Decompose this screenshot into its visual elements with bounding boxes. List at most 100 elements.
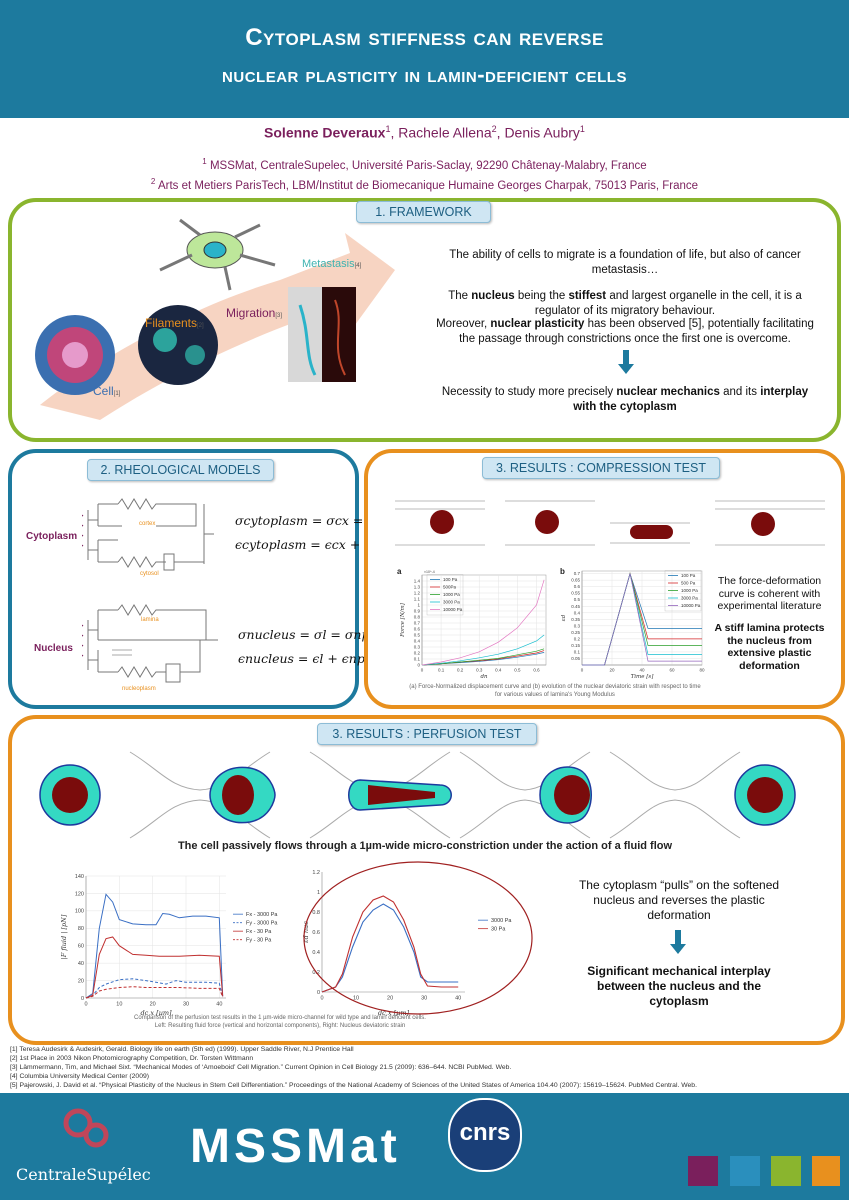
y-tick-label: 60 [78,944,84,950]
label-metastasis-text: Metastasis [302,258,355,270]
footer-square-green [771,1156,801,1186]
x-tick-label: 80 [699,668,705,673]
author-1: Solenne Deveraux [264,124,386,141]
label-cell-ref: [1] [113,391,121,397]
perfusion-cells [39,751,796,839]
affiliations: 1 MSSMat, CentraleSupelec, Université Pa… [0,154,849,194]
label-migration-text: Migration [226,306,276,320]
y-tick-label: 0.35 [571,617,580,622]
x-tick-label: 0.1 [438,668,445,673]
legend-label: Fx - 3000 Pa [246,912,278,918]
centralesupelec-logo-text: CentraleSupélec [16,1165,151,1184]
reference-4: [4] Columbia University Medical Center (… [10,1073,150,1080]
compression-section [364,449,845,709]
y-axis-label: εd [561,614,567,621]
eq-sigma-cytoplasm: σcytoplasm = σcx = σcl [235,513,387,528]
legend-label: 10000 Pa [681,603,701,608]
framework-down-arrow-icon [618,350,634,374]
perfusion-headline: The cell passively flows through a 1µm-w… [177,840,673,852]
legend-label: 3000 Pa [681,596,698,601]
author-2: Rachele Allena [398,124,492,141]
y-tick-label: 0.2 [574,636,581,641]
y-tick-label: 0.6 [574,584,581,589]
perfusion-text2: Significant mechanical interplay between… [587,964,771,1008]
x-tick-label: 0 [421,668,424,673]
author-3: Denis Aubry [504,124,580,141]
y-tick-label: 0.15 [571,643,580,648]
x-tick-label: 40 [639,668,645,673]
y-tick-label: 0.4 [312,950,320,956]
y-tick-label: 0.5 [574,597,581,602]
p3b: nuclear plasticity [490,318,585,330]
p2c: being the [514,290,569,302]
y-tick-label: 1 [317,890,320,896]
y-tick-label: 1 [417,603,420,608]
x-tick-label: 0.4 [495,668,502,673]
p4a: Necessity to study more precisely [441,386,617,398]
y-tick-label: 1.3 [414,585,421,590]
framework-p2: The nucleus being the stiffest and large… [430,289,820,318]
legend-label: 30 Pa [491,927,506,933]
series-line-fx-30-pa [85,936,224,999]
plot-frame [86,876,226,998]
x-tick-label: 0 [581,668,584,673]
legend-label: Fy - 30 Pa [246,938,272,944]
eq-sigma-nucleus: σnucleus = σl = σnp [238,627,370,642]
label-cortex: cortex [139,521,156,527]
compression-text1: The force-deformation curve is coherent … [717,575,822,612]
legend-label: Fx - 30 Pa [246,929,272,935]
x-tick-label: 40 [216,1002,222,1008]
x-tick-label: 0.5 [514,668,521,673]
x-tick-label: 20 [150,1002,156,1008]
label-cytosol: cytosol [140,571,159,577]
y-tick-label: 0.45 [571,604,580,609]
x-axis-label: dc,x [µm] [140,1009,172,1016]
aff1-sup: 1 [202,157,207,166]
plot-frame [421,574,547,666]
x-tick-label: 20 [387,996,393,1002]
perfusion-section [8,715,845,1045]
chart-deviatoric-strain-time: 0.050.10.150.20.250.30.350.40.450.50.550… [561,570,705,679]
author-1-sup: 1 [385,124,391,134]
y-tick-label: 120 [75,891,84,897]
y-tick-label: 0.3 [574,623,581,628]
footer: CentraleSupélec MSSMat cnrs [0,1093,849,1200]
y-tick-label: 20 [78,978,84,984]
y-tick-label: 0 [81,996,84,1002]
compression-text2: A stiff lamina protects the nucleus from… [714,622,825,672]
footer-square-blue [730,1156,760,1186]
x-tick-label: 0.2 [457,668,464,673]
x-tick-label: 30 [183,1002,189,1008]
rheology-tag: 2. RHEOLOGICAL MODELS [87,459,274,481]
y-tick-label: 0.5 [414,633,421,638]
reference-1: [1] Teresa Audesirk & Audesirk, Gerald. … [10,1046,354,1053]
rheology-diagram [82,498,218,683]
perfusion-caption: Comparison of the perfusion test results… [134,1015,426,1029]
series-line-3000-pa [321,903,459,993]
x-tick-label: 0 [320,996,323,1002]
x-tick-label: 0.6 [533,668,540,673]
p4d: interplay with the cytoplasm [573,386,809,413]
framework-illustration [35,218,395,420]
poster-header: Cytoplasm stiffness can reverse nuclear … [0,0,849,118]
y-axis-label: |F fluid | [pN] [60,914,68,959]
reference-5: [5] Pajerowski, J. David et al. “Physica… [10,1082,697,1089]
framework-p4: Necessity to study more precisely nuclea… [430,385,820,414]
label-cell-text: Cell [93,384,114,398]
y-tick-label: 140 [75,874,84,880]
compression-caption: (a) Force-Normalized displacement curve … [409,684,701,698]
label-filaments: Filaments[2] [145,316,204,330]
y-tick-label: 0.65 [571,578,580,583]
y-axis-label: εd nuc [302,921,310,943]
perfusion-tag: 3. RESULTS : PERFUSION TEST [317,723,537,745]
perfusion-text1: The cytoplasm “pulls” on the softened nu… [578,878,780,922]
x-tick-label: 10 [116,1002,122,1008]
aff2-sup: 2 [150,176,156,186]
label-migration: Migration[3] [226,306,282,320]
p3a: Moreover, [436,318,491,330]
y-tick-label: 1.2 [414,591,421,596]
y-tick-label: 1.2 [312,870,320,876]
series-line-10000-pa [421,579,545,666]
series-line-1000-pa [421,648,545,666]
